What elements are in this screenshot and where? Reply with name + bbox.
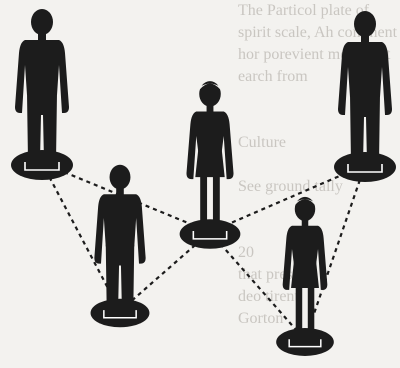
leg	[308, 286, 315, 339]
head	[31, 9, 53, 35]
disc-base	[334, 152, 396, 182]
leg	[296, 286, 303, 339]
neck	[116, 188, 124, 196]
person-top-left	[11, 9, 73, 180]
neck	[207, 105, 214, 113]
disc-base	[91, 299, 150, 328]
people-nodes	[11, 9, 396, 356]
disc-base	[180, 219, 241, 248]
head	[354, 11, 376, 37]
head	[295, 197, 315, 221]
skirt	[291, 262, 319, 288]
leg	[200, 175, 207, 231]
neck	[38, 33, 46, 41]
disc-base	[11, 150, 73, 180]
person-middle-right	[276, 197, 334, 356]
person-middle-left	[91, 165, 150, 327]
person-top-right	[334, 11, 396, 182]
head	[110, 165, 131, 190]
disc-base	[276, 328, 334, 356]
skirt	[195, 150, 224, 177]
head	[199, 81, 221, 106]
neck	[361, 35, 369, 43]
leg	[213, 175, 220, 231]
neck	[302, 219, 309, 226]
person-center	[180, 81, 241, 249]
